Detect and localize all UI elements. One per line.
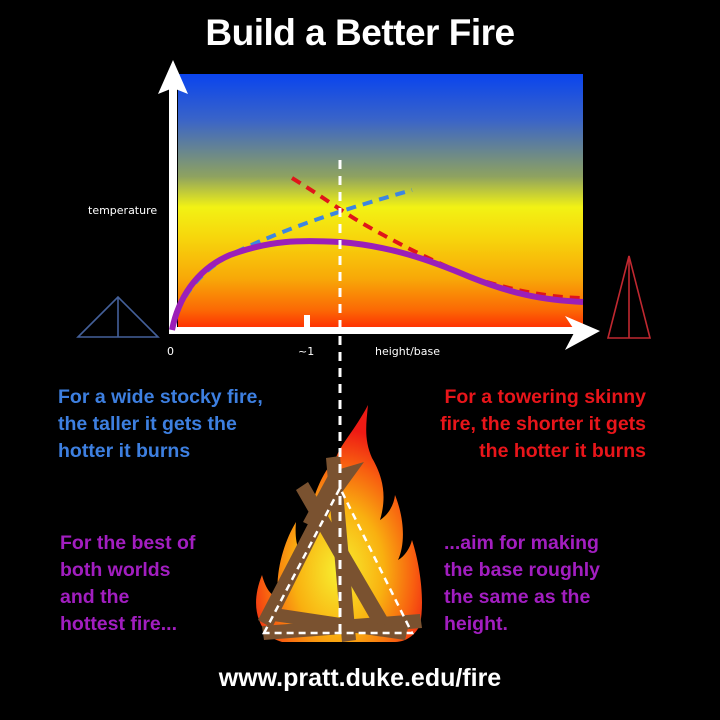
x-axis-arrow-icon [565,316,600,350]
text-line: the hotter it burns [479,440,646,462]
website-url[interactable]: www.pratt.duke.edu/fire [218,664,502,692]
temperature-gradient-background [178,74,583,330]
x-tick-label-0: 0 [167,345,174,358]
text-line: ...aim for making [444,532,599,554]
text-line: For a wide stocky fire, [58,386,263,408]
best-fire-advice: ...aim for making the base roughly the s… [444,530,600,638]
skinny-fire-explanation: For a towering skinny fire, the shorter … [410,384,646,465]
y-axis [158,60,188,334]
text-line: and the [60,586,130,608]
x-tick-1 [304,315,310,329]
text-line: For the best of [60,532,196,554]
text-line: fire, the shorter it gets [440,413,646,435]
red-dashed-curve [290,176,581,300]
text-line: the same as the [444,586,591,608]
text-line: the taller it gets the [58,413,237,435]
page-title: Build a Better Fire [205,12,515,53]
x-axis [169,315,600,350]
text-line: height. [444,613,508,635]
x-axis-label: height/base [375,345,440,358]
best-fire-intro: For the best of both worlds and the hott… [60,530,195,638]
x-tick-label-1: ~1 [298,345,315,358]
text-line: hottest fire... [60,613,178,635]
text-line: both worlds [60,559,171,581]
y-axis-arrow-icon [158,60,188,94]
dashed-triangle-outline [261,485,415,635]
text-line: For a towering skinny [444,386,646,408]
wide-fire-explanation: For a wide stocky fire, the taller it ge… [58,384,263,465]
text-line: hotter it burns [58,440,191,462]
y-axis-label: temperature [88,204,158,217]
wide-triangle-icon [76,295,160,338]
skinny-triangle-icon [606,255,652,339]
text-line: the base roughly [444,559,601,581]
blue-dashed-curve [170,188,413,329]
purple-temperature-curve [169,238,584,331]
